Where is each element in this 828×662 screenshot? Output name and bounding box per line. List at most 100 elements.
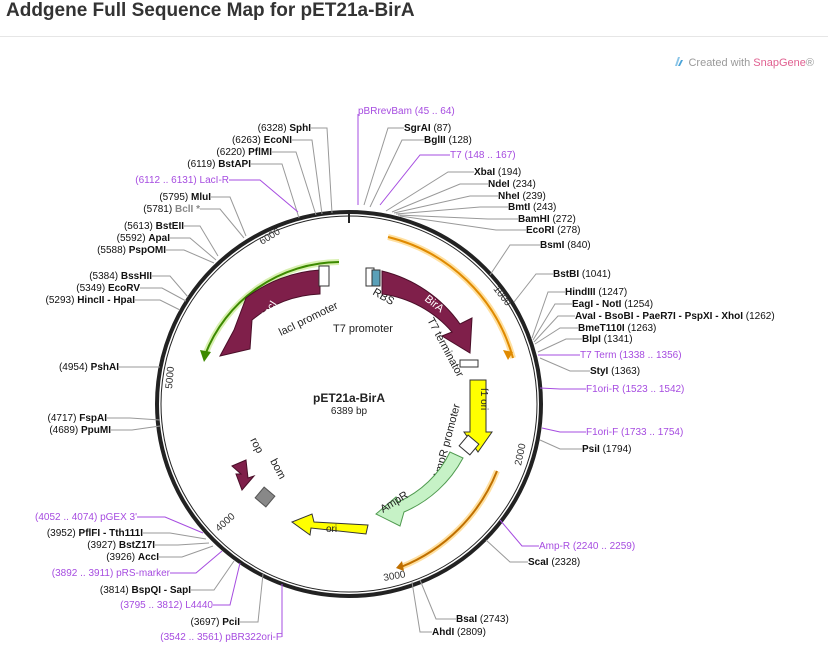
site-name: PspOMI <box>129 245 166 256</box>
f1-ori-arrow[interactable] <box>463 379 493 453</box>
leader-BamHI <box>397 214 518 220</box>
site-name: HindIII <box>565 287 596 298</box>
site-name: MluI <box>191 192 211 203</box>
ori-arrow[interactable] <box>290 513 369 536</box>
birA-orf-arrowhead <box>503 350 513 360</box>
site-label-t7[interactable]: T7 (148 .. 167) <box>450 150 516 161</box>
site-position: (239) <box>522 191 545 202</box>
site-label-bsshii[interactable]: (5384) BssHII <box>89 271 152 282</box>
plasmid-length: 6389 bp <box>331 406 368 417</box>
tick-label-3000: 3000 <box>383 569 407 584</box>
site-name: PciI <box>222 617 240 628</box>
site-label-acci[interactable]: (3926) AccI <box>106 552 159 563</box>
page-title: Addgene Full Sequence Map for pET21a-Bir… <box>6 0 415 21</box>
site-label-prs-marker[interactable]: (3892 .. 3911) pRS-marker <box>52 568 171 579</box>
site-position: (840) <box>567 240 590 251</box>
site-label-laci-r[interactable]: (6112 .. 6131) LacI-R <box>135 175 229 186</box>
site-name: BamHI <box>518 214 550 225</box>
site-label-bstbi[interactable]: BstBI (1041) <box>553 269 611 280</box>
site-label-pflmi[interactable]: (6220) PflMI <box>216 147 272 158</box>
site-label-avai-bsobi-paer7i-pspxi-xhoi[interactable]: AvaI - BsoBI - PaeR7I - PspXI - XhoI (12… <box>575 311 775 322</box>
leader-MluI <box>211 196 247 237</box>
site-label-mlui[interactable]: (5795) MluI <box>159 192 211 203</box>
credit-prefix: Created with <box>688 57 754 69</box>
site-label-bmet110i[interactable]: BmeT110I (1263) <box>578 323 656 334</box>
site-name: T7 <box>450 150 462 161</box>
site-label-l4440[interactable]: (3795 .. 3812) L4440 <box>120 600 213 611</box>
ampR-arrow[interactable] <box>375 451 464 527</box>
snapgene-credit[interactable]: Created with SnapGene® <box>673 56 814 69</box>
leader-PflMI <box>272 151 317 216</box>
site-name: Amp-R <box>539 541 570 552</box>
site-label-ahdi[interactable]: AhdI (2809) <box>432 627 486 638</box>
site-position: (1338 .. 1356) <box>619 350 681 361</box>
site-label-eagi-noti[interactable]: EagI - NotI (1254) <box>572 299 653 310</box>
site-label-hincii-hpai[interactable]: (5293) HincII - HpaI <box>46 295 136 306</box>
site-label-blpi[interactable]: BlpI (1341) <box>582 334 633 345</box>
site-label-bmti[interactable]: BmtI (243) <box>508 202 556 213</box>
rop-arrow[interactable] <box>231 459 256 491</box>
leader-XbaI <box>385 171 474 212</box>
site-name: BclI * <box>175 204 200 215</box>
site-label-pflfi-tth111i[interactable]: (3952) PflFI - Tth111I <box>47 528 143 539</box>
site-label-bsai[interactable]: BsaI (2743) <box>456 614 509 625</box>
site-label-amp-r[interactable]: Amp-R (2240 .. 2259) <box>539 541 635 552</box>
site-label-bsmi[interactable]: BsmI (840) <box>540 240 591 251</box>
leader-PspOMI <box>166 249 215 264</box>
leader-EcoRV <box>140 287 187 302</box>
site-label-bglii[interactable]: BglII (128) <box>424 135 472 146</box>
site-label-pshai[interactable]: (4954) PshAI <box>59 362 119 373</box>
site-label-pbr322ori-f[interactable]: (3542 .. 3561) pBR322ori-F <box>160 632 282 643</box>
site-label-pgex-3-[interactable]: (4052 .. 4074) pGEX 3' <box>35 512 137 523</box>
site-label-ppumi[interactable]: (4689) PpuMI <box>49 425 111 436</box>
site-label-f1ori-r[interactable]: F1ori-R (1523 .. 1542) <box>586 384 684 395</box>
lacI-track <box>200 259 340 362</box>
lacI-arrow[interactable] <box>219 269 321 357</box>
site-label-bspqi-sapi[interactable]: (3814) BspQI - SapI <box>100 585 191 596</box>
site-position: (3814) <box>100 585 129 596</box>
site-label-bstz17i[interactable]: (3927) BstZ17I <box>87 540 155 551</box>
site-label-bstapi[interactable]: (6119) BstAPI <box>187 159 251 170</box>
site-name: PsiI <box>582 444 600 455</box>
site-position: (1262) <box>746 311 775 322</box>
site-label-pbrrevbam[interactable]: pBRrevBam (45 .. 64) <box>358 106 455 117</box>
site-label-sgrai[interactable]: SgrAI (87) <box>404 123 451 134</box>
site-position: (1794) <box>603 444 632 455</box>
site-label-sphi[interactable]: (6328) SphI <box>258 123 312 134</box>
site-label-bsteii[interactable]: (5613) BstEII <box>124 221 184 232</box>
birA-arrow[interactable] <box>381 270 473 354</box>
site-position: (128) <box>448 135 471 146</box>
site-label-ecorv[interactable]: (5349) EcoRV <box>76 283 140 294</box>
site-position: (5613) <box>124 221 153 232</box>
site-name: BlpI <box>582 334 601 345</box>
leader-AhdI <box>411 581 432 633</box>
site-name: BglII <box>424 135 446 146</box>
credit-brand: SnapGene <box>753 57 806 69</box>
site-label-ecori[interactable]: EcoRI (278) <box>526 225 580 236</box>
site-label-bamhi[interactable]: BamHI (272) <box>518 214 576 225</box>
site-label-xbai[interactable]: XbaI (194) <box>474 167 521 178</box>
site-label-f1ori-f[interactable]: F1ori-F (1733 .. 1754) <box>586 427 683 438</box>
site-label-pspomi[interactable]: (5588) PspOMI <box>97 245 166 256</box>
leader-BstBI <box>513 273 553 303</box>
site-label-hindiii[interactable]: HindIII (1247) <box>565 287 627 298</box>
site-label-pcii[interactable]: (3697) PciI <box>191 617 241 628</box>
site-position: (6112 .. 6131) <box>135 175 197 186</box>
site-position: (1254) <box>624 299 653 310</box>
leader-Amp-R <box>499 519 539 547</box>
site-label-ndei[interactable]: NdeI (234) <box>488 179 536 190</box>
site-label-bcli-[interactable]: (5781) BclI * <box>143 204 200 215</box>
site-label-t7-term[interactable]: T7 Term (1338 .. 1356) <box>580 350 682 361</box>
site-label-econi[interactable]: (6263) EcoNI <box>232 135 292 146</box>
site-label-nhei[interactable]: NheI (239) <box>498 191 546 202</box>
title-divider <box>0 36 828 37</box>
site-label-styi[interactable]: StyI (1363) <box>590 366 640 377</box>
site-label-fspai[interactable]: (4717) FspAI <box>48 413 108 424</box>
leader-pGEX3 <box>137 516 204 534</box>
site-label-psii[interactable]: PsiI (1794) <box>582 444 631 455</box>
site-label-scai[interactable]: ScaI (2328) <box>528 557 580 568</box>
ampR-orf-arrowhead <box>396 561 404 571</box>
site-name: NdeI <box>488 179 510 190</box>
site-label-apai[interactable]: (5592) ApaI <box>117 233 171 244</box>
